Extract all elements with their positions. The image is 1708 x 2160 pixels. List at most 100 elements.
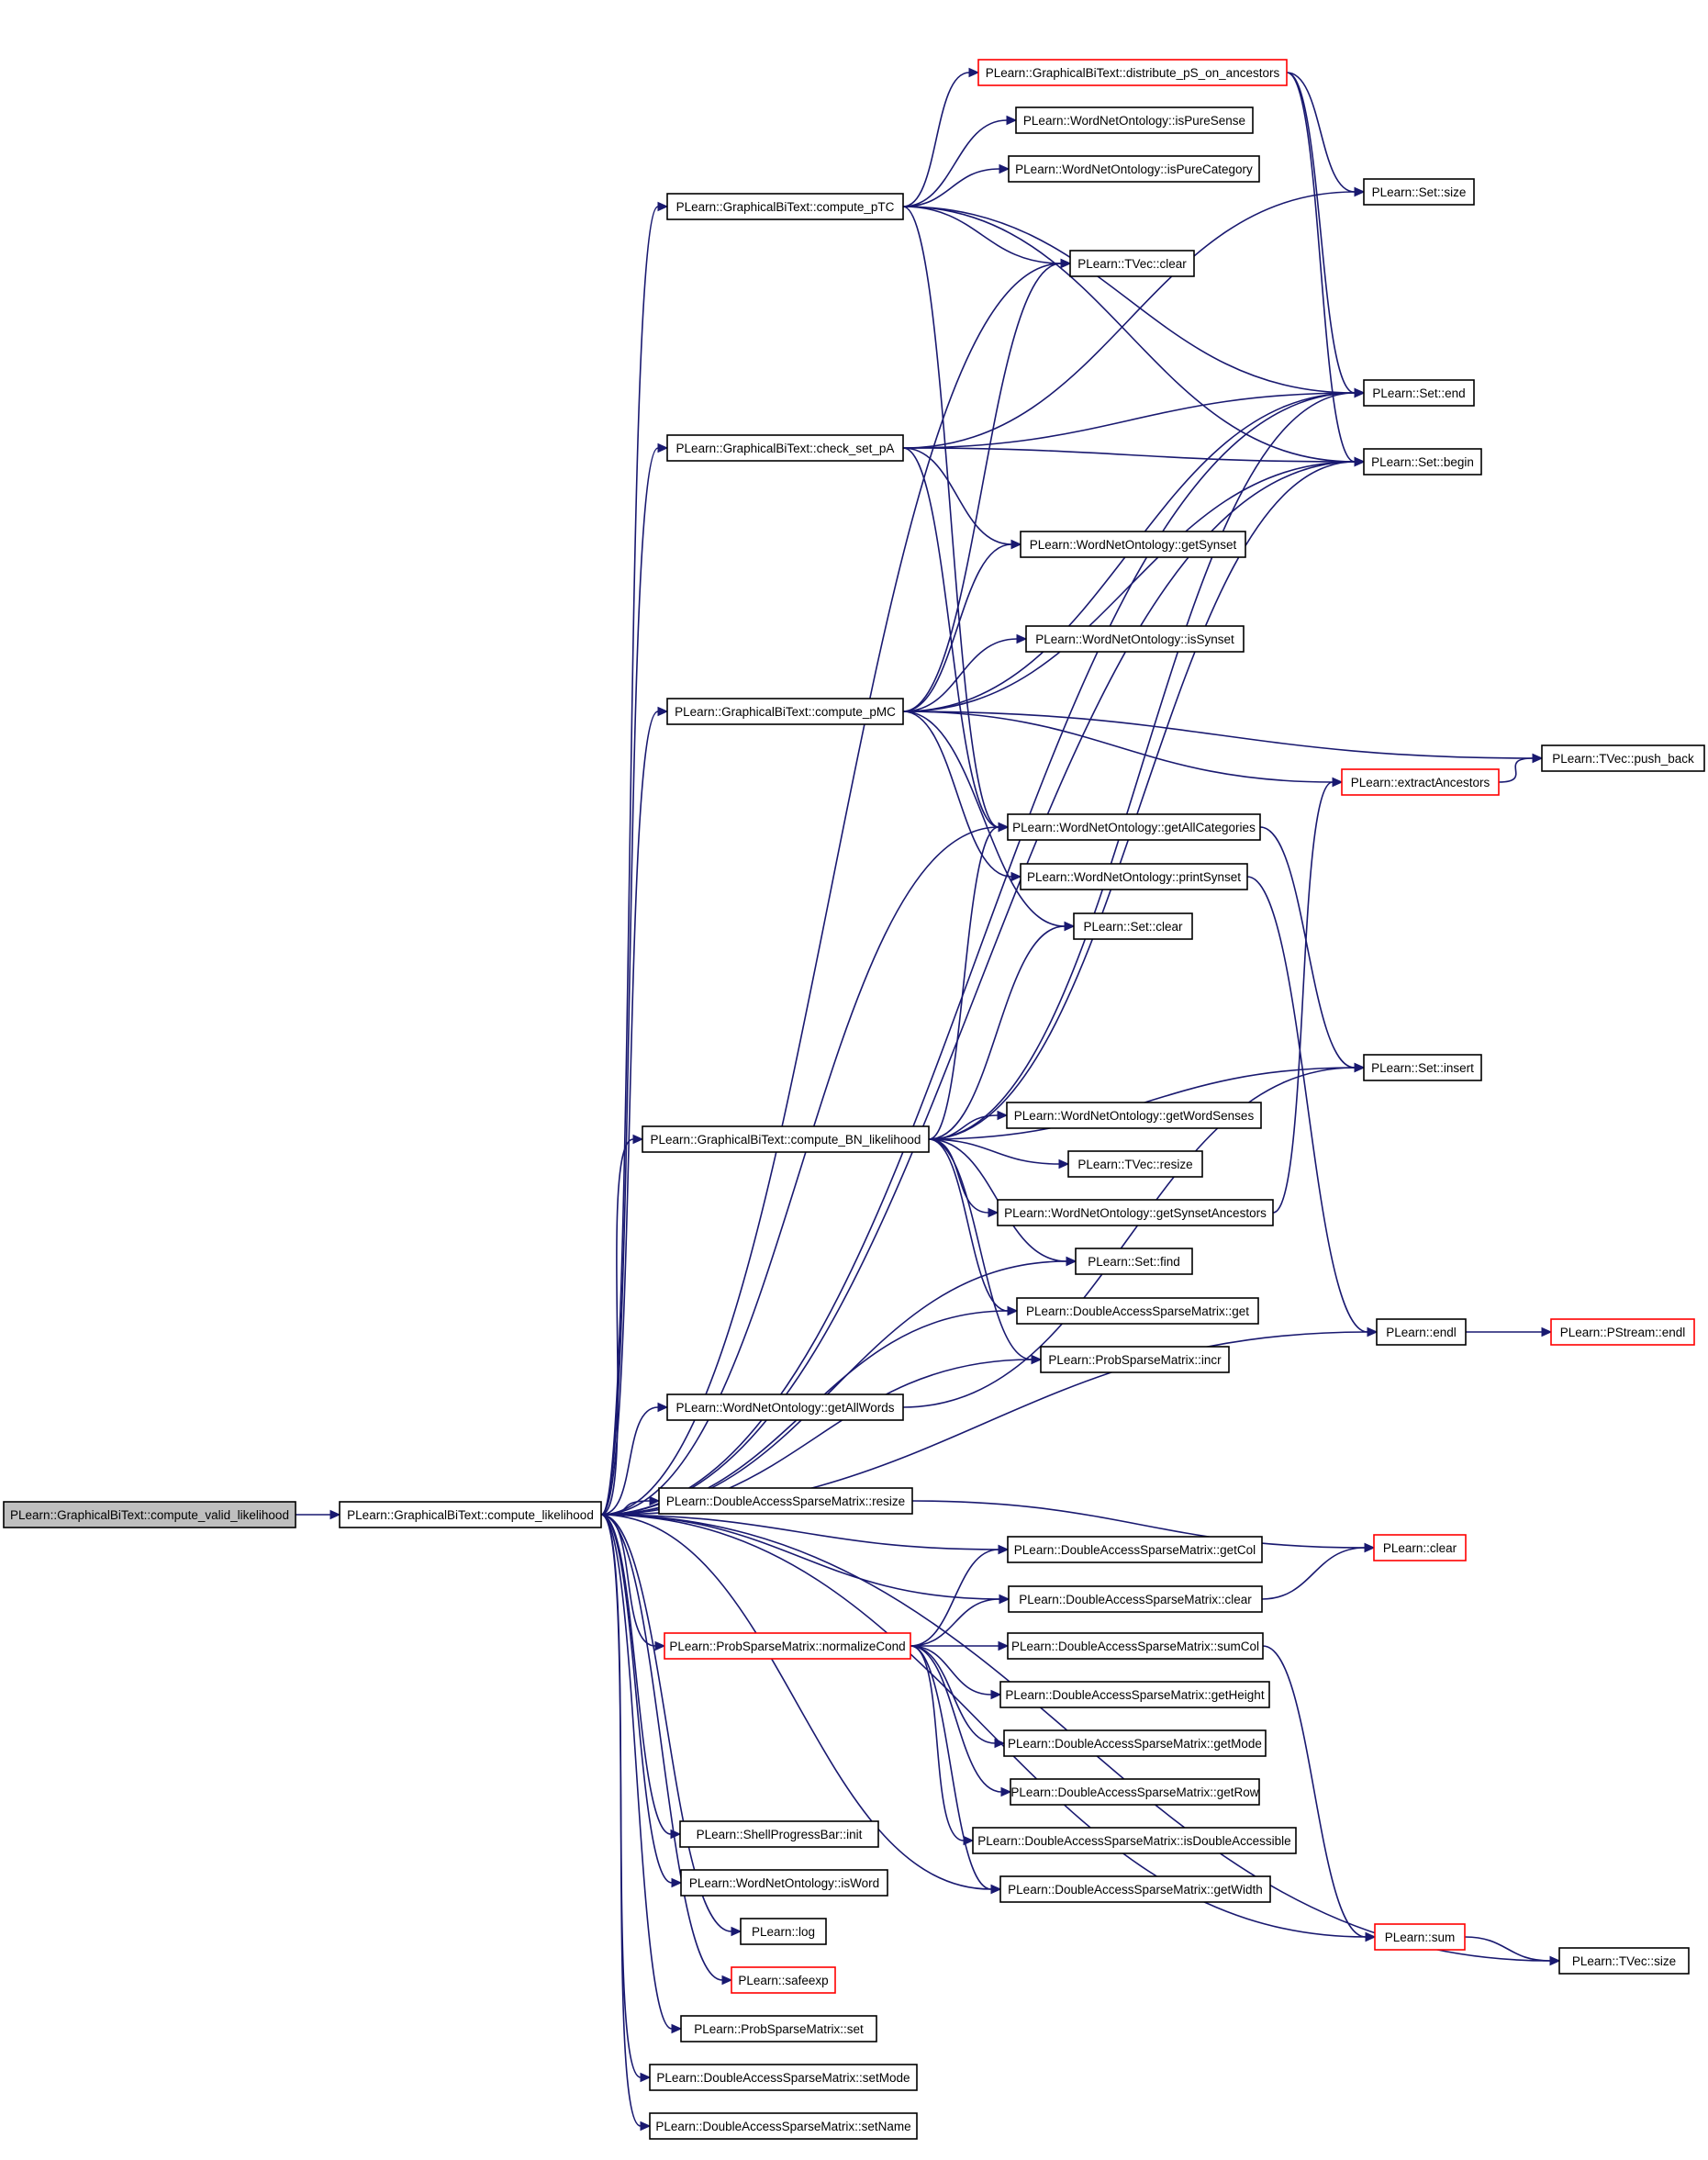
- node-box: [1006, 1102, 1262, 1129]
- edge-pTC-to-dist: [902, 67, 980, 207]
- node-safeexp[interactable]: PLearn::safeexp: [731, 1966, 836, 1994]
- node-isDA[interactable]: PLearn::DoubleAccessSparseMatrix::isDoub…: [972, 1827, 1297, 1854]
- node-label: PLearn::GraphicalBiText::compute_valid_l…: [10, 1508, 289, 1522]
- node-checkA[interactable]: PLearn::GraphicalBiText::check_set_pA: [666, 434, 904, 462]
- node-normCond[interactable]: PLearn::ProbSparseMatrix::normalizeCond: [664, 1632, 911, 1660]
- node-setBegin[interactable]: PLearn::Set::begin: [1363, 448, 1482, 476]
- node-tvecClear[interactable]: PLearn::TVec::clear: [1069, 250, 1195, 277]
- edge-extAnc-to-pushBack: [1498, 753, 1544, 783]
- node-endl[interactable]: PLearn::endl: [1376, 1318, 1467, 1346]
- node-pureCat[interactable]: PLearn::WordNetOntology::isPureCategory: [1008, 155, 1260, 183]
- arrowhead-icon: [657, 201, 669, 212]
- node-sumCol[interactable]: PLearn::DoubleAccessSparseMatrix::sumCol: [1007, 1632, 1264, 1660]
- node-setEnd[interactable]: PLearn::Set::end: [1363, 379, 1475, 407]
- edge-line: [1286, 72, 1356, 394]
- arrowhead-icon: [1060, 258, 1072, 269]
- arrowhead-icon: [657, 706, 669, 717]
- node-box: [666, 434, 904, 462]
- node-plSum[interactable]: PLearn::sum: [1374, 1923, 1466, 1951]
- edge-cl-to-checkA: [600, 442, 669, 1516]
- node-getHeight[interactable]: PLearn::DoubleAccessSparseMatrix::getHei…: [999, 1681, 1270, 1708]
- node-box: [1374, 1923, 1466, 1951]
- node-extAnc[interactable]: PLearn::extractAncestors: [1341, 768, 1500, 796]
- node-label: PLearn::DoubleAccessSparseMatrix::getCol: [1014, 1543, 1256, 1557]
- node-printSyn[interactable]: PLearn::WordNetOntology::printSynset: [1020, 863, 1248, 890]
- node-getAllCat[interactable]: PLearn::WordNetOntology::getAllCategorie…: [1007, 813, 1261, 841]
- node-isSynset[interactable]: PLearn::WordNetOntology::isSynset: [1025, 625, 1245, 653]
- arrowhead-icon: [1010, 871, 1022, 882]
- edge-cl-to-setBegin: [600, 456, 1366, 1516]
- node-box: [642, 1125, 930, 1153]
- node-label: PLearn::ProbSparseMatrix::normalizeCond: [669, 1640, 905, 1653]
- edges-layer: [296, 67, 1561, 2132]
- node-box: [666, 1393, 904, 1421]
- edge-sumCol-to-plSum: [1262, 1645, 1377, 1942]
- edge-line: [1259, 826, 1356, 1069]
- edge-line: [910, 1645, 992, 1890]
- node-box: [664, 1632, 911, 1660]
- edge-line: [902, 191, 1356, 449]
- node-cl[interactable]: PLearn::GraphicalBiText::compute_likelih…: [339, 1501, 602, 1528]
- edge-normCond-to-dasmClear: [910, 1594, 1010, 1647]
- node-box: [1363, 178, 1475, 206]
- node-getWS[interactable]: PLearn::WordNetOntology::getWordSenses: [1006, 1102, 1262, 1129]
- node-label: PLearn::PStream::endl: [1560, 1326, 1686, 1339]
- edge-cl-to-safeexp: [600, 1514, 733, 1986]
- node-setMode[interactable]: PLearn::DoubleAccessSparseMatrix::setMod…: [649, 2064, 918, 2091]
- edge-normCond-to-getHeight: [910, 1645, 1002, 1700]
- edge-line: [600, 263, 1062, 1516]
- edge-line: [910, 1645, 965, 1841]
- arrowhead-icon: [1010, 539, 1022, 550]
- node-bn[interactable]: PLearn::GraphicalBiText::compute_BN_like…: [642, 1125, 930, 1153]
- node-isWord[interactable]: PLearn::WordNetOntology::isWord: [680, 1869, 888, 1897]
- edge-checkA-to-setSize: [902, 186, 1366, 449]
- node-pushBack[interactable]: PLearn::TVec::push_back: [1541, 744, 1705, 772]
- node-pMC[interactable]: PLearn::GraphicalBiText::compute_pMC: [666, 698, 904, 725]
- node-getMode[interactable]: PLearn::DoubleAccessSparseMatrix::getMod…: [1003, 1729, 1267, 1757]
- node-plLog[interactable]: PLearn::log: [740, 1918, 827, 1945]
- node-pureSense[interactable]: PLearn::WordNetOntology::isPureSense: [1015, 106, 1254, 134]
- node-box: [1550, 1318, 1695, 1346]
- node-incr[interactable]: PLearn::ProbSparseMatrix::incr: [1040, 1346, 1230, 1373]
- arrowhead-icon: [998, 1544, 1010, 1555]
- node-setFind[interactable]: PLearn::Set::find: [1075, 1248, 1193, 1275]
- node-psmSet[interactable]: PLearn::ProbSparseMatrix::set: [680, 2015, 877, 2042]
- node-dasmResize[interactable]: PLearn::DoubleAccessSparseMatrix::resize: [658, 1487, 913, 1515]
- node-setClear[interactable]: PLearn::Set::clear: [1073, 912, 1193, 940]
- arrowhead-icon: [1354, 456, 1366, 467]
- node-getRow[interactable]: PLearn::DoubleAccessSparseMatrix::getRow: [1010, 1778, 1260, 1806]
- node-pstreamEndl[interactable]: PLearn::PStream::endl: [1550, 1318, 1695, 1346]
- node-tvecResize[interactable]: PLearn::TVec::resize: [1067, 1150, 1203, 1178]
- node-getSynset[interactable]: PLearn::WordNetOntology::getSynset: [1020, 531, 1246, 558]
- edge-dist-to-setBegin: [1286, 72, 1366, 467]
- node-label: PLearn::DoubleAccessSparseMatrix::resize: [666, 1494, 905, 1508]
- node-getWidth[interactable]: PLearn::DoubleAccessSparseMatrix::getWid…: [999, 1875, 1271, 1903]
- edge-line: [902, 461, 1356, 712]
- node-setName[interactable]: PLearn::DoubleAccessSparseMatrix::setNam…: [649, 2112, 918, 2140]
- edge-bn-to-incr: [928, 1138, 1043, 1365]
- node-label: PLearn::WordNetOntology::isPureCategory: [1015, 162, 1253, 176]
- node-setSize[interactable]: PLearn::Set::size: [1363, 178, 1475, 206]
- edge-dist-to-setSize: [1286, 72, 1366, 197]
- node-label: PLearn::WordNetOntology::printSynset: [1027, 870, 1241, 884]
- node-spbInit[interactable]: PLearn::ShellProgressBar::init: [679, 1820, 879, 1848]
- node-dasmClear[interactable]: PLearn::DoubleAccessSparseMatrix::clear: [1008, 1585, 1263, 1613]
- node-getCol[interactable]: PLearn::DoubleAccessSparseMatrix::getCol: [1007, 1536, 1263, 1563]
- node-box: [1020, 531, 1246, 558]
- node-label: PLearn::log: [752, 1925, 815, 1939]
- node-dist[interactable]: PLearn::GraphicalBiText::distribute_pS_o…: [977, 59, 1288, 86]
- edge-line: [902, 206, 999, 828]
- node-root[interactable]: PLearn::GraphicalBiText::compute_valid_l…: [3, 1501, 296, 1528]
- edge-bn-to-setBegin: [928, 456, 1366, 1140]
- node-box: [1558, 1947, 1690, 1975]
- node-dasmGet[interactable]: PLearn::DoubleAccessSparseMatrix::get: [1016, 1297, 1259, 1325]
- node-getSA[interactable]: PLearn::WordNetOntology::getSynsetAncest…: [997, 1199, 1274, 1226]
- node-pTC[interactable]: PLearn::GraphicalBiText::compute_pTC: [666, 193, 904, 220]
- node-plClear[interactable]: PLearn::clear: [1373, 1534, 1467, 1561]
- node-tvecSize[interactable]: PLearn::TVec::size: [1558, 1947, 1690, 1975]
- node-box: [999, 1681, 1270, 1708]
- node-setInsert[interactable]: PLearn::Set::insert: [1363, 1054, 1482, 1081]
- edge-line: [928, 925, 1066, 1140]
- node-getAllWords[interactable]: PLearn::WordNetOntology::getAllWords: [666, 1393, 904, 1421]
